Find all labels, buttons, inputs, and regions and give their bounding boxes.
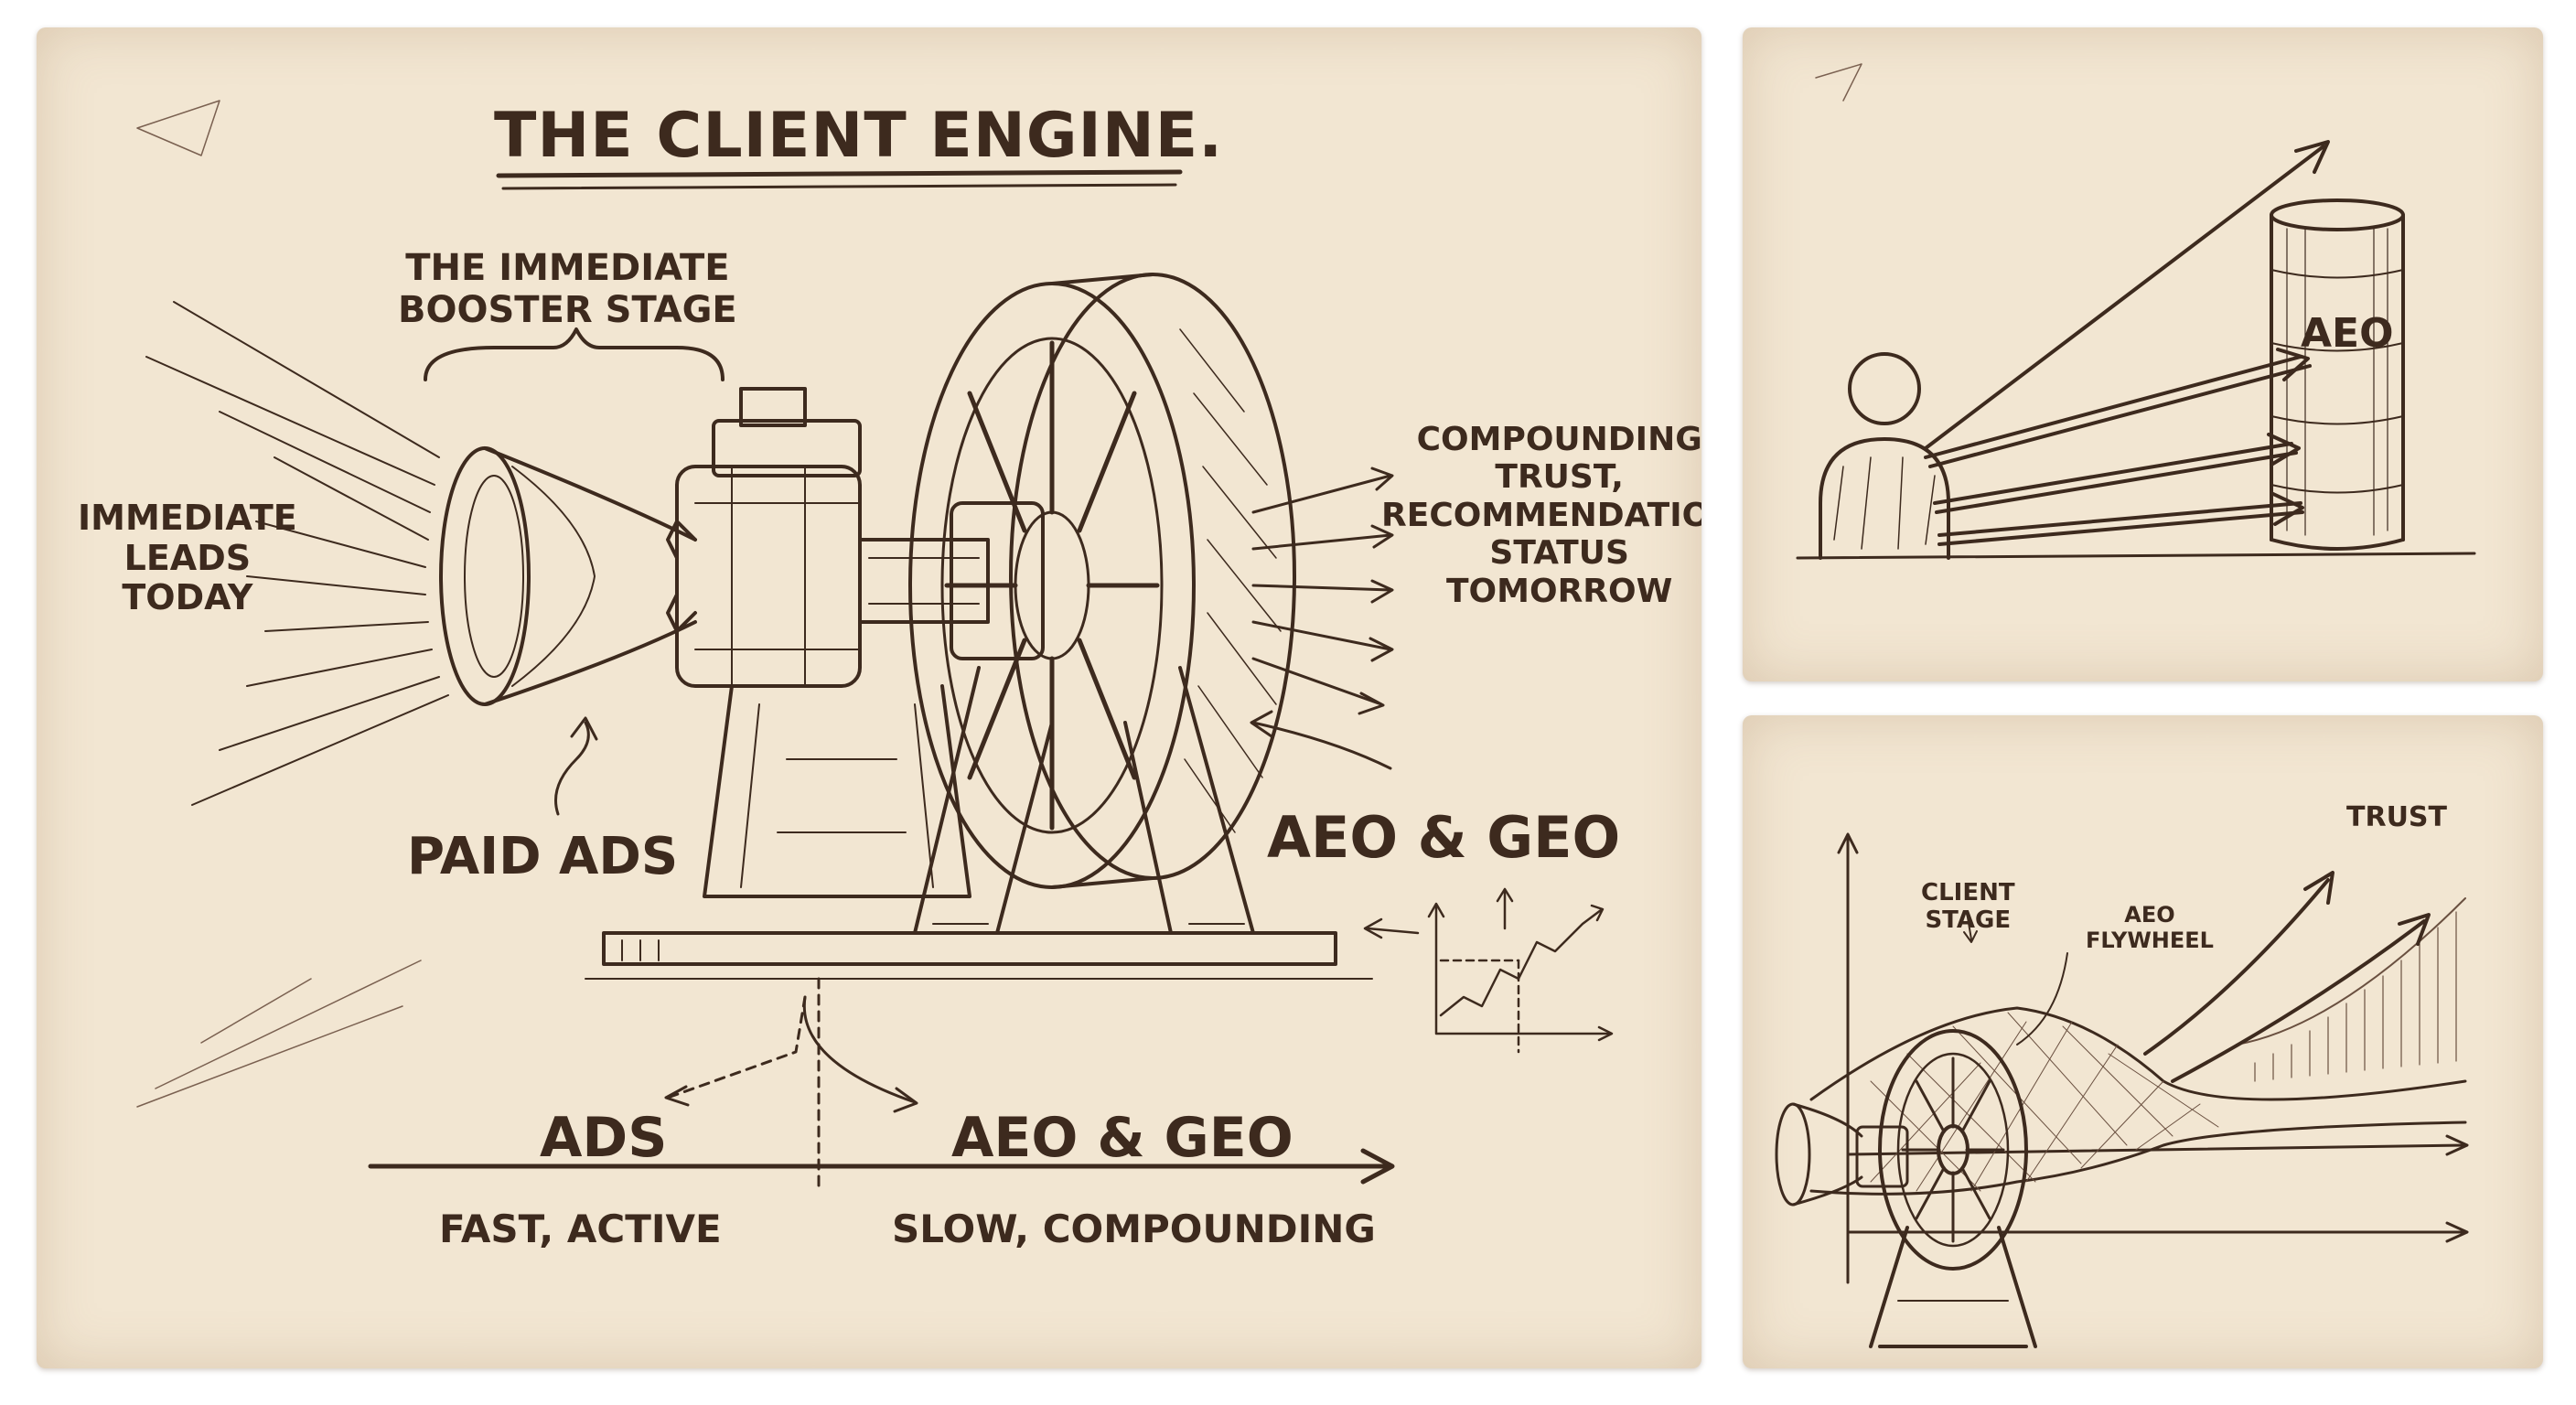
booster-brace (424, 327, 724, 381)
right-label-line: COMPOUNDING (1416, 421, 1701, 458)
aeo-growth-drawing (1796, 63, 2476, 560)
flywheel-pointer (2016, 952, 2068, 1046)
growth-arrows (1924, 140, 2330, 546)
timeline-split (664, 977, 918, 1191)
engine-shaft (858, 501, 1045, 660)
right-label-line: TRUST, (1495, 458, 1624, 497)
booster-nozzle (439, 446, 697, 706)
flywheel-stand (913, 666, 1255, 935)
aeo-growth-panel: AEO (1743, 27, 2543, 681)
sketch-marks (136, 100, 422, 1108)
left-label-line: TODAY (122, 577, 253, 618)
timeline-ads-heading: ADS (540, 1106, 668, 1170)
right-label-line: STATUS (1489, 534, 1629, 573)
paid-ads-label: PAID ADS (407, 827, 679, 886)
client-stage-line: CLIENT (1921, 879, 2015, 906)
immediate-leads-label: IMMEDIATE LEADS TODAY (78, 498, 297, 618)
growth-hatching (2236, 897, 2466, 1082)
compounding-trust-label: COMPOUNDING TRUST, RECOMMENDATION STATUS… (1381, 421, 1701, 610)
right-label-line: TOMORROW (1446, 572, 1673, 610)
flywheel-label-line: FLYWHEEL (2086, 927, 2214, 953)
booster-stage-label: THE IMMEDIATE BOOSTER STAGE (398, 247, 737, 331)
right-label-line: RECOMMENDATION (1381, 496, 1701, 534)
paid-ads-arrow (554, 721, 590, 816)
ground-line (1796, 552, 2476, 560)
flywheel-trust-drawing (1775, 832, 2469, 1348)
turbine-pedestal (703, 684, 971, 898)
aeo-cylinder-label: AEO (2301, 310, 2394, 357)
flywheel (908, 273, 1296, 889)
person-icon (1819, 352, 1950, 560)
title-underline (496, 169, 1183, 178)
page-title: THE CLIENT ENGINE. (494, 100, 1224, 172)
client-stage-pointer (1966, 911, 1972, 940)
mini-flywheel (1869, 1029, 2037, 1348)
flywheel-trust-panel: CLIENT STAGE AEO FLYWHEEL TRUST (1743, 715, 2543, 1368)
turbine-housing (666, 387, 862, 688)
flywheel-label-line: AEO (2124, 902, 2175, 928)
client-stage-label: CLIENT STAGE (1921, 879, 2015, 935)
sketch-marks (1815, 63, 1862, 102)
left-label-line: IMMEDIATE (78, 498, 297, 538)
engine-base (585, 931, 1373, 980)
booster-label-line: BOOSTER STAGE (398, 289, 737, 331)
timeline-aeo-geo-heading: AEO & GEO (951, 1106, 1293, 1170)
booster-label-line: THE IMMEDIATE (405, 247, 730, 289)
client-stage-line: STAGE (1925, 906, 2012, 934)
client-engine-drawing (136, 100, 1614, 1191)
trust-arrows (2143, 871, 2431, 1083)
timeline-fast-caption: FAST, ACTIVE (439, 1207, 722, 1251)
mini-growth-chart (1363, 887, 1614, 1054)
aeo-geo-label: AEO & GEO (1267, 804, 1621, 871)
left-label-line: LEADS (123, 537, 252, 578)
trust-label: TRUST (2346, 801, 2447, 833)
timeline-slow-caption: SLOW, COMPOUNDING (892, 1207, 1376, 1251)
exhaust-lines (145, 301, 449, 806)
output-arrows (1251, 467, 1394, 715)
flywheel-band (1809, 1006, 2467, 1196)
aeo-geo-arrow (1251, 721, 1392, 770)
aeo-flywheel-label: AEO FLYWHEEL (2086, 902, 2214, 953)
main-sketch-panel: THE CLIENT ENGINE. THE IMMEDIATE BOOSTER… (37, 27, 1701, 1368)
